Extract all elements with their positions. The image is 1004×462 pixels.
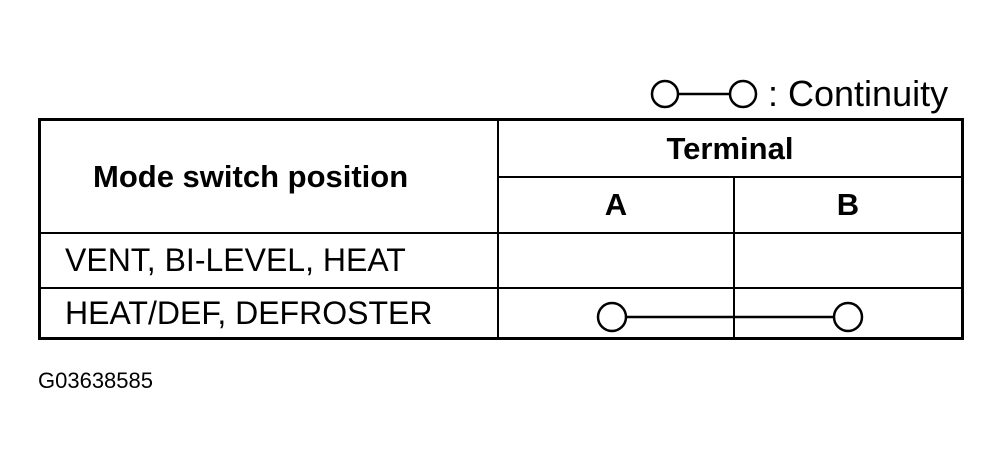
header-mode-switch-position: Mode switch position (93, 158, 409, 194)
figure-id: G03638585 (38, 368, 153, 393)
continuity-symbol-icon (650, 79, 758, 109)
divider-row (41, 287, 961, 289)
legend-text: : Continuity (768, 73, 949, 114)
header-terminal-b: B (836, 187, 860, 222)
divider-header-body (41, 232, 961, 234)
divider-vertical-main (497, 121, 499, 337)
divider-vertical-terminals (733, 176, 735, 337)
continuity-legend: : Continuity (648, 72, 948, 116)
continuity-table: Mode switch position Terminal A B VENT, … (38, 118, 964, 340)
header-terminal-a: A (604, 187, 628, 222)
row1-terminal-a-cell (499, 234, 733, 287)
row1-terminal-b-cell (735, 234, 961, 287)
row-label-heat-def-defroster: HEAT/DEF, DEFROSTER (65, 294, 433, 331)
divider-terminal-header (499, 176, 961, 178)
row-label-vent-bi-level-heat: VENT, BI-LEVEL, HEAT (65, 242, 406, 278)
continuity-mark-row2-icon (596, 301, 864, 333)
header-terminal: Terminal (666, 130, 794, 166)
